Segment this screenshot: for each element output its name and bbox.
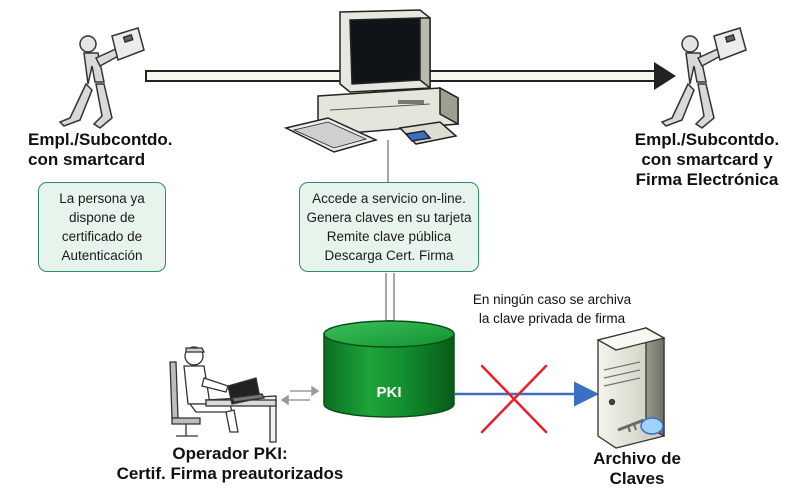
operator-figure xyxy=(169,346,277,443)
key-archive-server-icon xyxy=(596,326,666,449)
online-service-box: Accede a servicio on-line. Genera claves… xyxy=(299,182,479,272)
employee-right-label: Empl./Subcontdo. con smartcard y Firma E… xyxy=(612,130,802,190)
prohibited-cross-icon xyxy=(480,364,548,434)
auth-line-3: certificado de xyxy=(61,229,143,244)
archive-label: Archivo de Claves xyxy=(582,449,692,489)
pki-database xyxy=(323,320,455,418)
auth-line-4: Autenticación xyxy=(61,248,143,263)
service-line-2: Genera claves en su tarjeta xyxy=(306,210,472,225)
employee-right-label-line2: con smartcard y xyxy=(641,150,773,169)
service-line-3: Remite clave pública xyxy=(326,229,452,244)
employee-left-label-line1: Empl./Subcontdo. xyxy=(28,130,173,149)
pki-label: PKI xyxy=(376,384,402,401)
service-line-1: Accede a servicio on-line. xyxy=(312,191,466,206)
note-line-2: la clave privada de firma xyxy=(478,311,626,326)
authentication-note-box: La persona ya dispone de certificado de … xyxy=(38,182,166,272)
service-line-4: Descarga Cert. Firma xyxy=(324,248,454,263)
employee-left-label: Empl./Subcontdo. con smartcard xyxy=(28,130,218,170)
employee-right-figure xyxy=(660,27,747,129)
operator-label-line2: Certif. Firma preautorizados xyxy=(116,464,344,483)
private-key-note: En ningún caso se archiva la clave priva… xyxy=(452,290,652,328)
operator-label-line1: Operador PKI: xyxy=(172,444,288,463)
auth-line-2: dispone de xyxy=(68,210,136,225)
employee-left-label-line2: con smartcard xyxy=(28,150,146,169)
operator-label: Operador PKI: Certif. Firma preautorizad… xyxy=(90,444,370,484)
note-line-1: En ningún caso se archiva xyxy=(472,292,632,307)
archive-label-line1: Archivo de xyxy=(593,449,681,468)
employee-left-figure xyxy=(58,27,145,129)
employee-right-label-line1: Empl./Subcontdo. xyxy=(634,130,780,149)
employee-right-label-line3: Firma Electrónica xyxy=(635,170,779,189)
archive-label-line2: Claves xyxy=(609,469,665,488)
computer-icon xyxy=(283,9,459,153)
operator-pki-exchange-arrows xyxy=(280,385,320,406)
auth-line-1: La persona ya xyxy=(59,191,145,206)
